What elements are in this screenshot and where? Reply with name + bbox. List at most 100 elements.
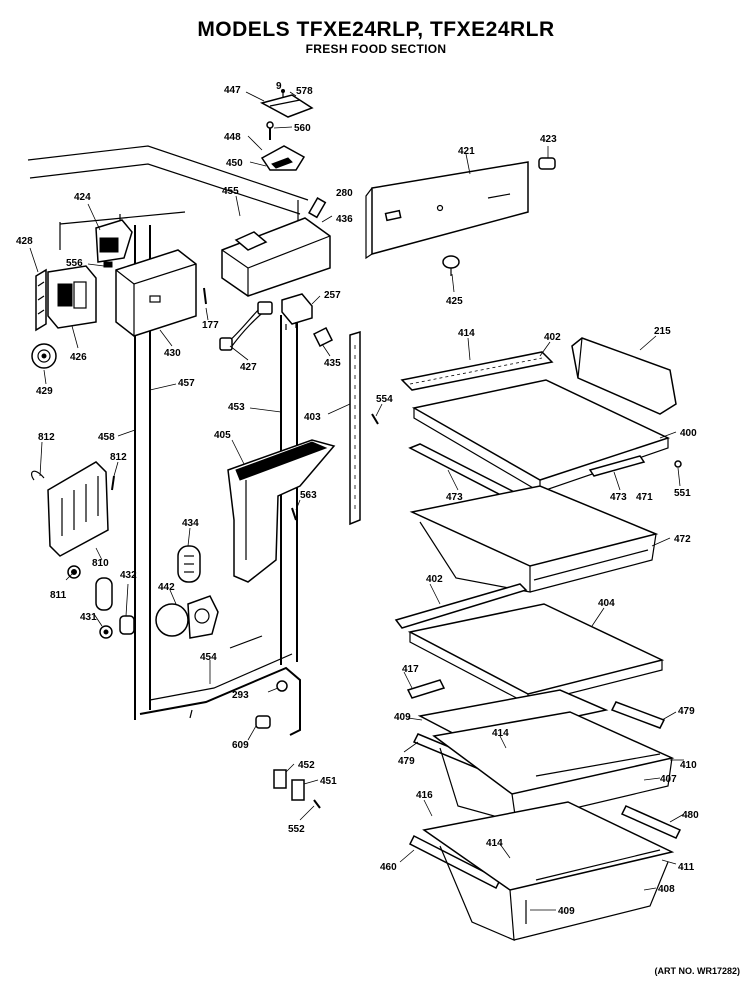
part-label: 417 [402,664,419,675]
screw-552 [313,799,321,809]
shelf-frame-414 [400,351,554,391]
dial-429 [31,343,57,369]
part-label: 293 [232,690,249,701]
part-label: 812 [38,432,55,443]
part-label: 177 [202,320,219,331]
cap-432 [119,615,135,635]
part-label: 442 [158,582,175,593]
damper-housing-430 [115,249,197,337]
shelf-ladder-403 [349,330,361,526]
bracket-293 [276,680,288,692]
rail-417 [406,679,446,699]
part-label: 460 [380,862,397,873]
screw-177 [203,287,207,305]
part-label: 810 [92,558,109,569]
pan-407 [432,711,675,823]
part-labels: 447 9 578 448 560 450 421 423 455 280 42… [16,81,699,917]
part-label: 404 [598,598,615,609]
part-label: 414 [486,838,503,849]
harness-427 [219,301,273,351]
control-housing-448 [260,145,306,171]
part-label: 560 [294,123,311,134]
part-label: 411 [678,862,695,873]
part-label: 409 [394,712,411,723]
part-label: 480 [682,810,699,821]
light-shield-421 [365,161,529,260]
heater-811 [67,565,81,579]
part-label: 434 [182,518,199,529]
rail-480 [620,805,682,839]
clip-556 [103,261,113,268]
part-label: 424 [74,192,91,203]
part-label: 425 [446,296,463,307]
control-knob-447 [259,94,314,118]
part-label: 453 [228,402,245,413]
diagram-title: MODELS TFXE24RLP, TFXE24RLR [197,18,555,41]
part-label: 472 [674,534,691,545]
part-label: 407 [660,774,677,785]
part-label: 563 [300,490,317,501]
screw-578 [281,89,285,98]
part-label: 215 [654,326,671,337]
part-label: 556 [66,258,83,269]
part-label: 409 [558,906,575,917]
clip-812 [111,475,115,491]
part-label: 414 [492,728,509,739]
part-label: 428 [16,236,33,247]
part-label: 431 [80,612,97,623]
grille-434 [177,545,201,583]
pan-408 [422,801,675,941]
fan-motor-442 [155,595,219,639]
part-label: 578 [296,86,313,97]
part-label: 426 [70,352,87,363]
part-label: 479 [678,706,695,717]
part-label: 454 [200,652,217,663]
shelf-404 [407,603,665,705]
bin-215 [571,337,677,415]
sensor-435 [312,326,334,348]
part-label: 479 [398,756,415,767]
rail-460 [408,834,502,890]
crisper-472 [409,485,659,593]
part-label: 416 [416,790,433,801]
part-label: 551 [674,488,691,499]
lamp-423 [538,157,556,170]
part-label: 436 [336,214,353,225]
duct-405 [227,439,336,583]
part-label: 552 [288,824,305,835]
grommet-431 [99,625,113,639]
part-label: 812 [110,452,127,463]
diagram-subtitle: FRESH FOOD SECTION [305,42,447,56]
part-label: 473 [446,492,463,503]
part-label: 473 [610,492,627,503]
part-label: 471 [636,492,653,503]
screw-563 [291,507,297,521]
part-label: 448 [224,132,241,143]
part-label: 402 [544,332,561,343]
roller-609 [255,715,271,729]
part-label: 458 [98,432,115,443]
part-label: 452 [298,760,315,771]
screw-554 [371,413,379,425]
part-label: 257 [324,290,341,301]
cover-409 [417,689,609,741]
part-label: 402 [426,574,443,585]
control-box-436 [221,217,331,297]
part-label: 430 [164,348,181,359]
part-label: 421 [458,146,475,157]
part-label: 410 [680,760,697,771]
part-label: 435 [324,358,341,369]
connector-257 [281,293,313,330]
part-label: 432 [120,570,137,581]
part-label: 408 [658,884,675,895]
part-label: 451 [320,776,337,787]
shelf-rail-402 [394,583,528,629]
part-label: 423 [540,134,557,145]
hinge-451 [291,779,305,801]
part-label: 554 [376,394,393,405]
part-label: 280 [336,188,353,199]
hinge-452 [273,769,287,789]
screw-551 [674,460,682,468]
part-label: 414 [458,328,475,339]
